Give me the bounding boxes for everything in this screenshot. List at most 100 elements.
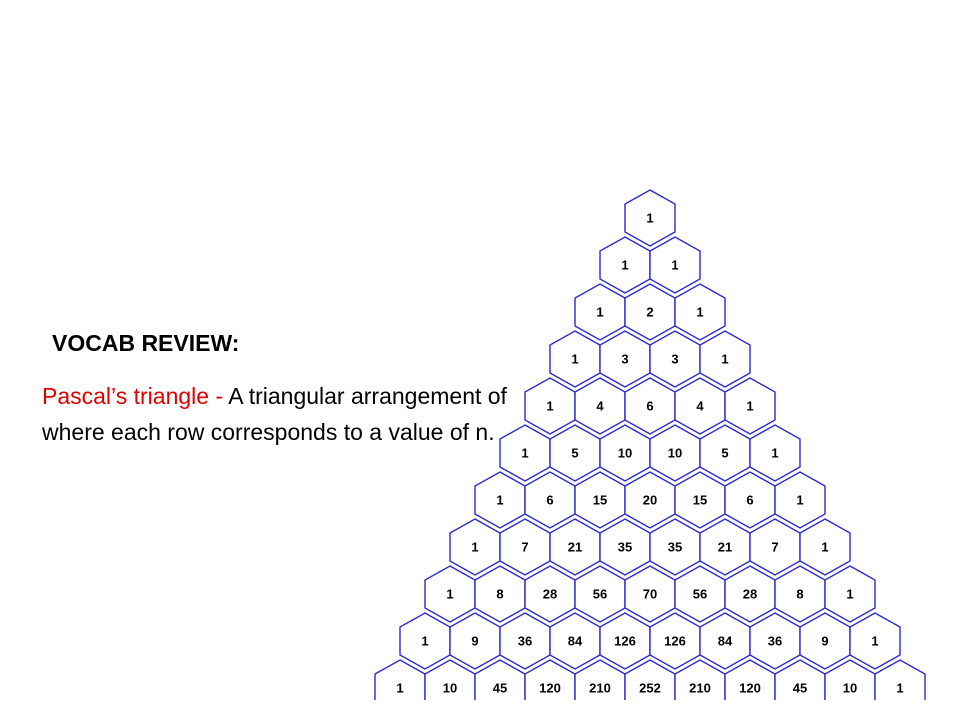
hex-shape <box>649 236 701 294</box>
hex-shape <box>849 612 901 670</box>
hex-value: 120 <box>739 681 761 696</box>
hex-value: 1 <box>521 446 528 461</box>
hex-cell: 84 <box>699 612 751 670</box>
hex-cell: 1 <box>424 565 476 623</box>
hex-value: 1 <box>696 305 703 320</box>
hex-cell: 36 <box>749 612 801 670</box>
hex-cell: 6 <box>724 471 776 529</box>
hex-value: 1 <box>496 493 503 508</box>
hex-value: 3 <box>621 352 628 367</box>
hex-cell: 1 <box>774 471 826 529</box>
hex-cell: 1 <box>849 612 901 670</box>
hex-value: 210 <box>589 681 611 696</box>
hex-cell: 35 <box>599 518 651 576</box>
hex-cell: 3 <box>649 330 701 388</box>
hex-shape <box>624 189 676 247</box>
hex-cell: 2 <box>624 283 676 341</box>
hex-value: 126 <box>664 634 686 649</box>
hex-cell: 1 <box>549 330 601 388</box>
hex-cell: 8 <box>774 565 826 623</box>
hex-cell: 1 <box>699 330 751 388</box>
hex-cell: 1 <box>599 236 651 294</box>
hex-cell: 5 <box>549 424 601 482</box>
hex-cell: 1 <box>474 471 526 529</box>
hex-value: 10 <box>443 681 457 696</box>
hex-value: 10 <box>668 446 682 461</box>
hex-cell: 3 <box>599 330 651 388</box>
hex-cell: 120 <box>724 659 776 700</box>
hex-value: 20 <box>643 493 657 508</box>
hex-cell: 7 <box>749 518 801 576</box>
hex-cell: 252 <box>624 659 676 700</box>
hex-value: 35 <box>668 540 682 555</box>
hex-value: 10 <box>843 681 857 696</box>
hex-cell: 1 <box>624 189 676 247</box>
hex-value: 4 <box>596 399 604 414</box>
hex-cell: 1 <box>724 377 776 435</box>
hex-cell: 4 <box>574 377 626 435</box>
hex-cell: 10 <box>649 424 701 482</box>
hex-cell: 15 <box>574 471 626 529</box>
hex-value: 45 <box>793 681 807 696</box>
hex-shape <box>749 424 801 482</box>
hex-cell: 1 <box>499 424 551 482</box>
hex-value: 84 <box>718 634 733 649</box>
hex-cell: 1 <box>749 424 801 482</box>
hex-value: 84 <box>568 634 583 649</box>
hex-cell: 1 <box>449 518 501 576</box>
hex-cell: 45 <box>774 659 826 700</box>
hex-cell: 10 <box>599 424 651 482</box>
hex-value: 1 <box>546 399 553 414</box>
hex-value: 21 <box>718 540 732 555</box>
hex-value: 252 <box>639 681 661 696</box>
hex-value: 1 <box>896 681 903 696</box>
hex-cell: 36 <box>499 612 551 670</box>
hex-value: 5 <box>571 446 578 461</box>
hex-value: 56 <box>593 587 607 602</box>
hex-cell: 28 <box>524 565 576 623</box>
hex-shape <box>824 565 876 623</box>
hex-value: 45 <box>493 681 507 696</box>
hex-shape <box>799 518 851 576</box>
hex-value: 1 <box>796 493 803 508</box>
hex-value: 28 <box>743 587 757 602</box>
hex-value: 6 <box>646 399 653 414</box>
hex-value: 70 <box>643 587 657 602</box>
hex-value: 2 <box>646 305 653 320</box>
hex-value: 126 <box>614 634 636 649</box>
hex-value: 5 <box>721 446 728 461</box>
hex-value: 36 <box>518 634 532 649</box>
hex-cell: 1 <box>799 518 851 576</box>
hex-cell: 210 <box>574 659 626 700</box>
hex-value: 1 <box>771 446 778 461</box>
hex-value: 10 <box>618 446 632 461</box>
hex-value: 35 <box>618 540 632 555</box>
hex-value: 3 <box>671 352 678 367</box>
hex-cell: 21 <box>699 518 751 576</box>
hex-value: 1 <box>671 258 678 273</box>
hex-value: 1 <box>746 399 753 414</box>
hex-value: 1 <box>846 587 853 602</box>
hex-value: 15 <box>693 493 707 508</box>
hex-value: 36 <box>768 634 782 649</box>
hex-value: 7 <box>771 540 778 555</box>
hex-value: 1 <box>596 305 603 320</box>
hex-value: 1 <box>621 258 628 273</box>
hex-cell: 4 <box>674 377 726 435</box>
hex-value: 4 <box>696 399 704 414</box>
hex-cell: 70 <box>624 565 676 623</box>
hex-cell: 45 <box>474 659 526 700</box>
hex-cell: 1 <box>374 659 426 700</box>
hex-cell: 35 <box>649 518 701 576</box>
hex-value: 1 <box>821 540 828 555</box>
hex-value: 1 <box>571 352 578 367</box>
hex-value: 1 <box>421 634 428 649</box>
definition-text: Pascal’s triangle - A triangular arrange… <box>42 378 522 450</box>
hex-value: 7 <box>521 540 528 555</box>
hex-value: 9 <box>821 634 828 649</box>
hex-value: 56 <box>693 587 707 602</box>
hex-value: 6 <box>546 493 553 508</box>
hex-cell: 10 <box>424 659 476 700</box>
hex-value: 1 <box>871 634 878 649</box>
